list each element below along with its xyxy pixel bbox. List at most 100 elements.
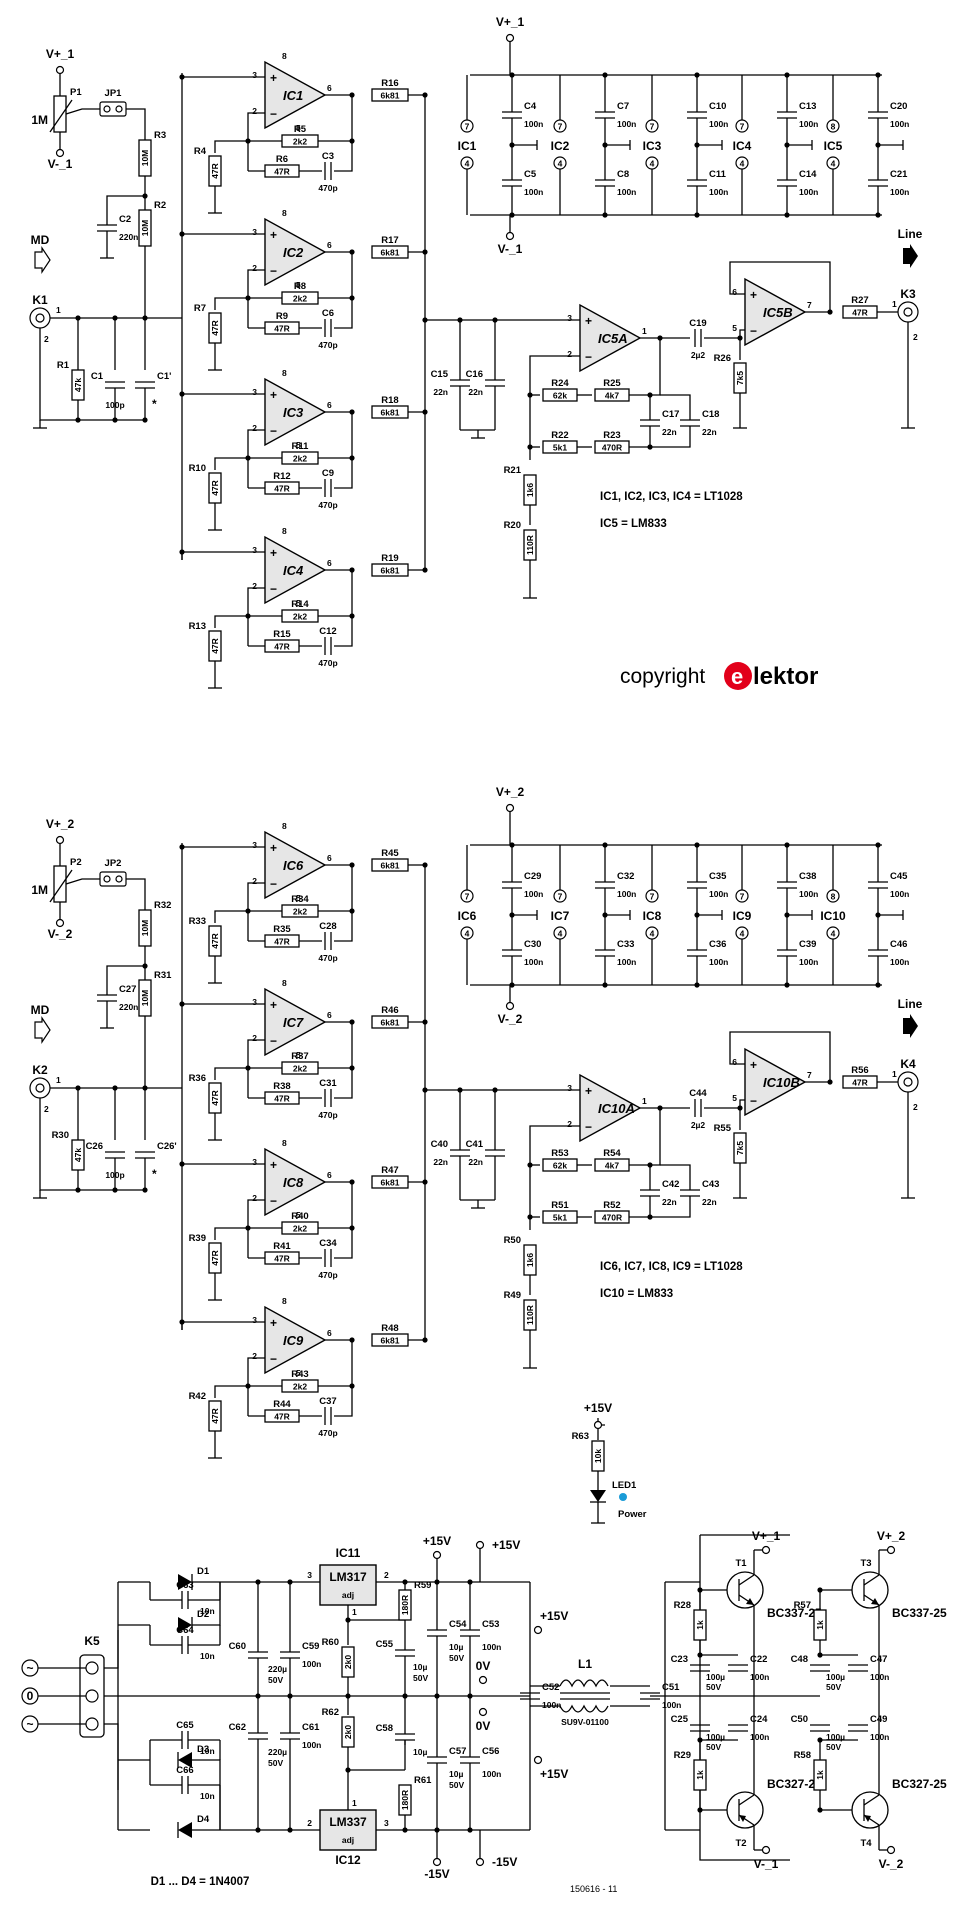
cap-label: C1 [91,371,104,382]
resistor-value: 2k2 [293,454,307,464]
cap-value: 22n [433,387,448,397]
cap-value: 470p [318,953,337,963]
copyright-label: copyright [620,665,705,688]
cap-label: C66 [176,1765,193,1776]
transistor-collector [738,1574,755,1586]
pot-value: 1M [31,113,48,127]
decoupling-ic-label: IC5 [824,139,843,153]
decoupling-ic-label: IC4 [733,139,752,153]
cap-label: C61 [302,1722,320,1733]
screw-terminal [85,1689,99,1703]
opamp-label: IC9 [283,1333,304,1348]
wire [334,1386,353,1417]
transistor-collector [863,1794,880,1806]
transistor-part: BC327-25 [767,1777,822,1791]
transistor-label: T3 [860,1558,871,1569]
cap-label: C21 [890,169,908,180]
pin-number: 4 [558,929,563,939]
svg-text:e: e [731,664,743,689]
cap-label: C33 [617,939,634,950]
resistor-label: R8 [294,281,306,292]
pin-number: 1 [892,299,897,309]
resistor-value: 1k [695,1620,705,1630]
resistor-value: 10M [140,990,150,1007]
pin-number: 8 [282,368,287,378]
wire [629,1196,691,1218]
cap-value: 22n [662,1197,677,1207]
resistor-label: R18 [381,395,398,406]
cap-value: 10n [200,1791,215,1801]
cap-value: 100µ [706,1732,725,1742]
cap-value: 100n [524,889,543,899]
cap-value: 470p [318,340,337,350]
resistor-label: R3 [154,130,166,141]
ic-pin-circle [645,119,659,133]
cap-label: C26' [157,1141,177,1152]
minus-sign: − [270,582,277,596]
cap-label: C55 [376,1639,394,1650]
resistor-value: 62k [553,1161,567,1171]
junction-dot [349,138,355,144]
opamp-IC5A [579,303,642,373]
resistor-value: 6k81 [381,1018,400,1028]
resistor-label: R40 [291,1211,308,1222]
resistor-value: 47R [274,1094,290,1104]
resistor-value: 10M [140,920,150,937]
junction-dot [349,1225,355,1231]
junction-dot [349,455,355,461]
cap-value: 470p [318,1270,337,1280]
cap-label: C65 [176,1720,194,1731]
wire [247,587,265,616]
terminal [478,1707,488,1717]
wire [334,298,353,329]
pin-number: 5 [732,1093,737,1103]
cap-volt: 50V [449,1653,464,1663]
ic-note-1: IC1, IC2, IC3, IC4 = LT1028 [600,491,743,503]
wire [529,355,580,460]
pin-number: 1 [56,1075,61,1085]
ic-pin-circle [645,889,659,903]
opamp-IC2 [264,217,327,287]
plus-sign: + [270,228,277,242]
resistor-value: 47R [210,163,220,179]
minus-sign: − [270,424,277,438]
pin-number: 6 [327,1328,332,1338]
resistor-value: 10M [140,220,150,237]
resistor-value: 47k [73,378,83,392]
transistor-arrow [864,1815,871,1822]
junction-dot [694,982,700,988]
cap-label: C62 [229,1722,246,1733]
terminal [761,1545,771,1555]
resistor-value: 1k6 [525,483,535,497]
pin-number: 8 [282,526,287,536]
junction-dot [647,444,653,450]
ic-pin-circle [460,119,474,133]
wire [214,1227,248,1240]
terminal [505,33,515,43]
resistor-label: R45 [381,848,399,859]
cap-label: C43 [702,1179,719,1190]
cap-label: C50 [791,1714,808,1725]
plus-sign: + [270,1158,277,1172]
cap-value: 100n [662,1700,681,1710]
pin-number: 3 [567,1083,572,1093]
connector-label: K3 [900,287,916,301]
pin-number: 7 [558,122,563,132]
transistor-arrow [739,1815,746,1822]
decoupling-ic-label: IC8 [643,909,662,923]
cap-label: C60 [229,1641,246,1652]
resistor-value: 1k [695,1770,705,1780]
pin-number: 8 [831,122,836,132]
pin-number: 7 [465,122,470,132]
cap-label: C7 [617,101,629,112]
resistor-value: 470R [602,1213,622,1223]
cap-label: C58 [376,1723,393,1734]
wire [739,1099,745,1108]
transistor-part: BC337-25 [767,1606,822,1620]
cap-volt: 50V [413,1673,428,1683]
resistor-label: R53 [551,1148,568,1159]
resistor-value: 47R [210,933,220,949]
pin-number: 1 [642,1096,647,1106]
resistor-label: R21 [504,465,522,476]
pin-number: 5 [296,280,301,290]
